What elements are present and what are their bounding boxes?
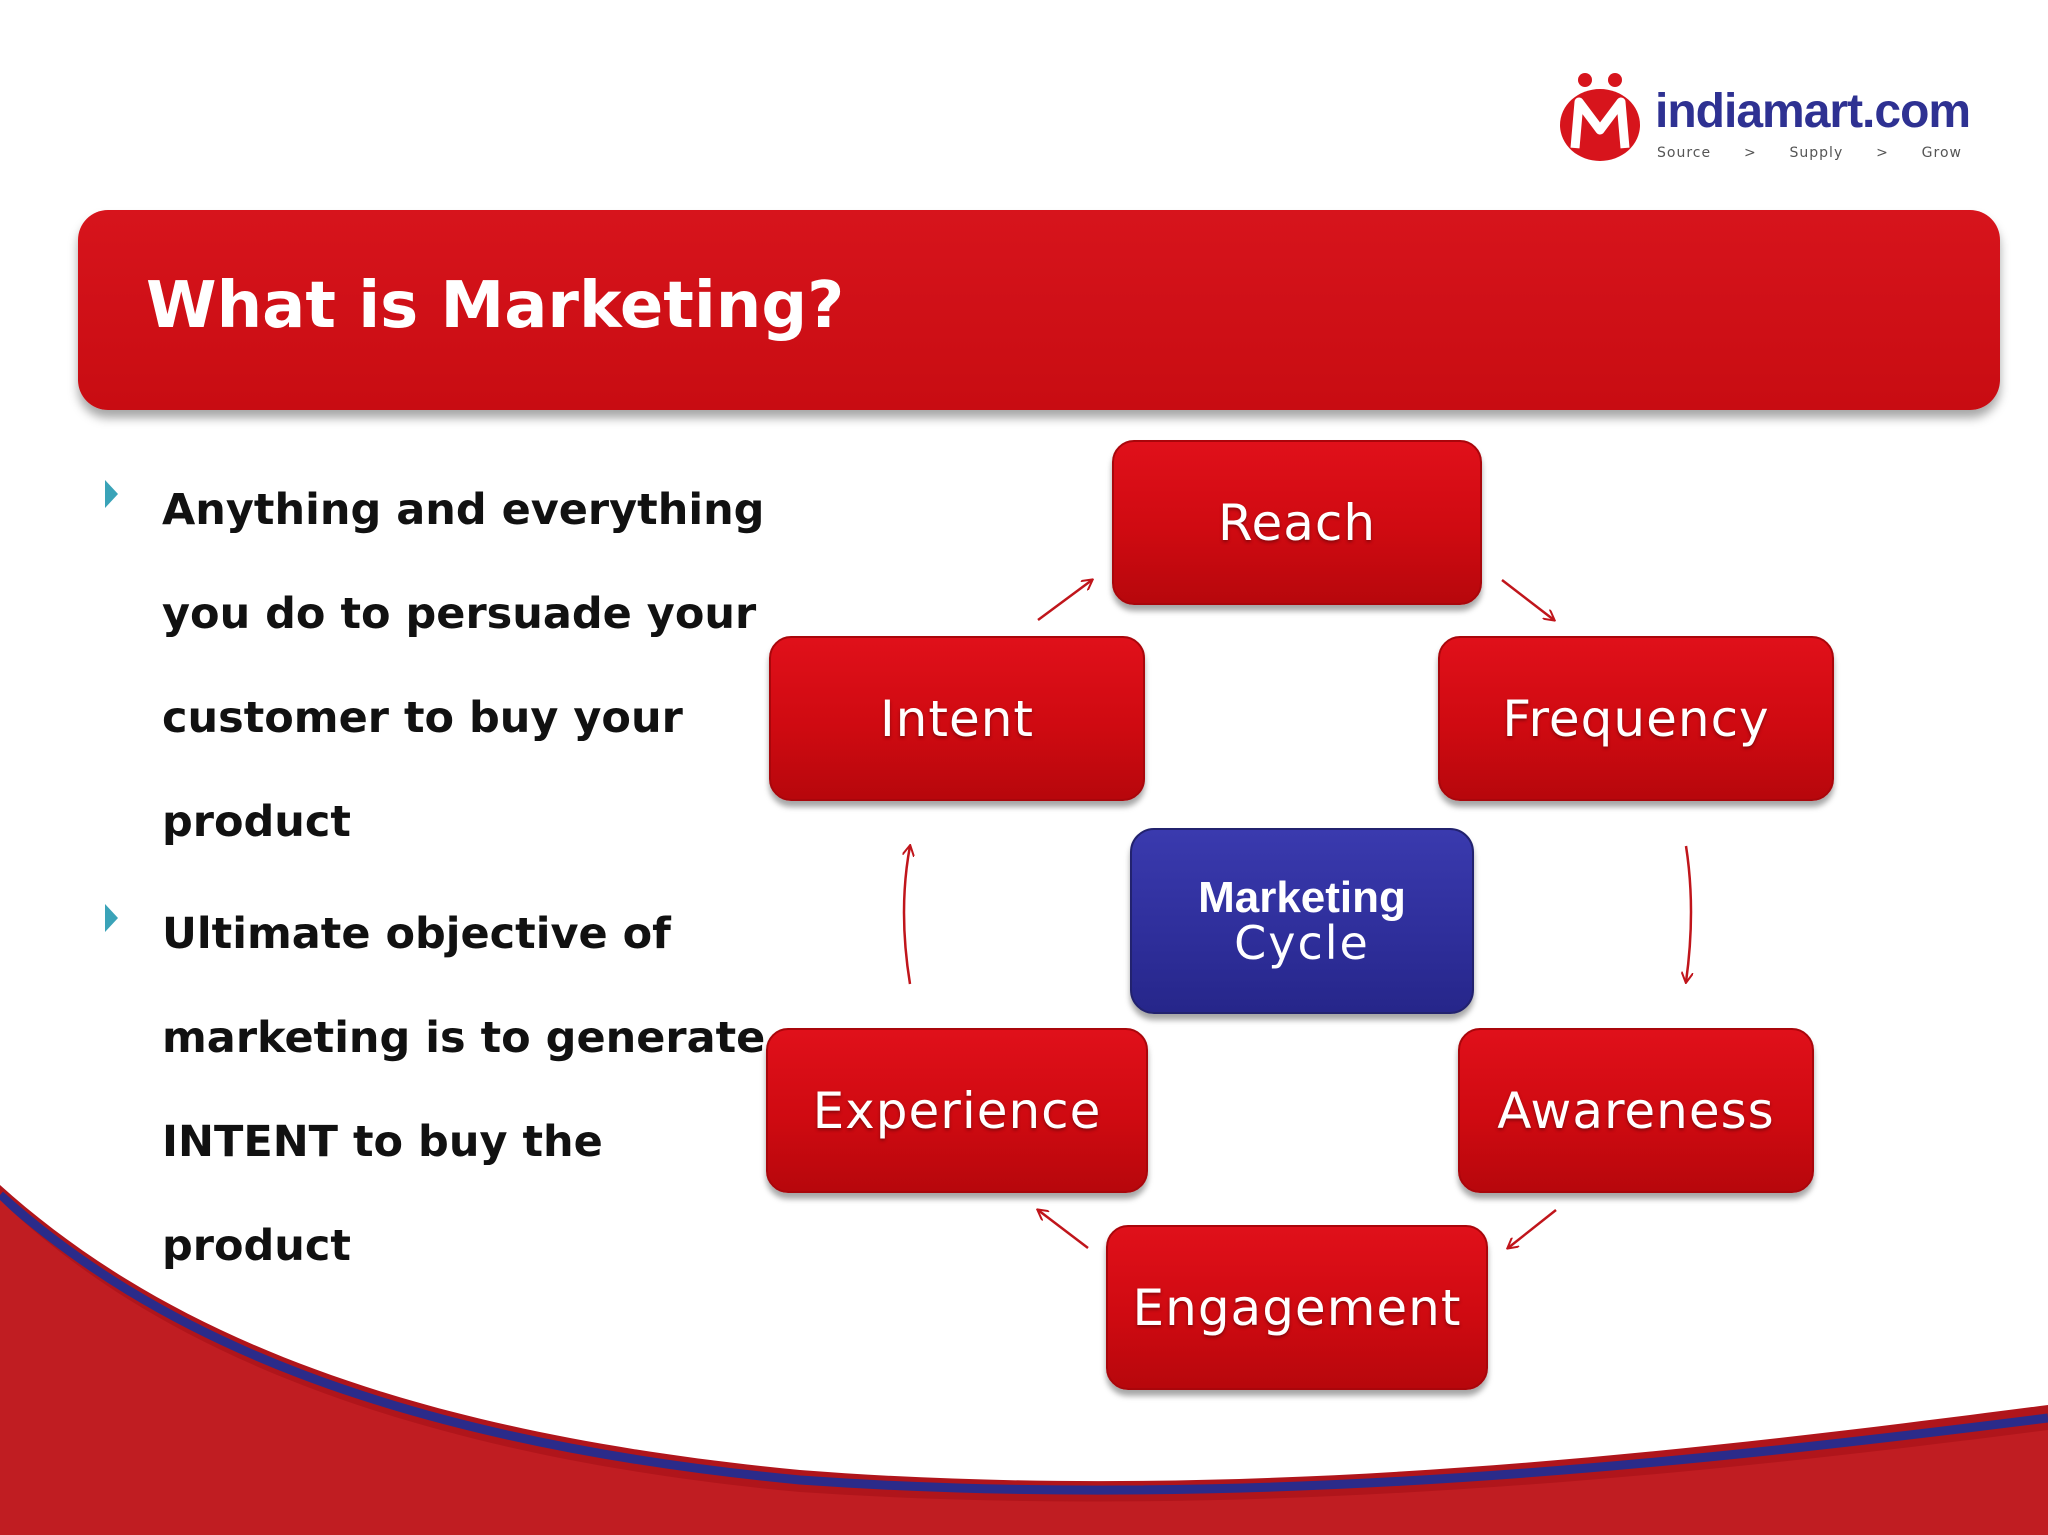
arrow-awareness-to-engagement: [1508, 1209, 1557, 1248]
tagline-supply: Supply: [1789, 145, 1844, 161]
stage-experience: Experience: [766, 1028, 1148, 1193]
stage-frequency: Frequency: [1438, 636, 1834, 801]
logo-wordmark: indiamart.com: [1655, 85, 1971, 138]
stage-reach: Reach: [1112, 440, 1482, 605]
arrow-reach-to-frequency: [1501, 579, 1554, 620]
tagline-source: Source: [1657, 145, 1712, 161]
stage-awareness: Awareness: [1458, 1028, 1814, 1193]
tagline-grow: Grow: [1921, 145, 1962, 161]
stage-engagement: Engagement: [1106, 1225, 1488, 1390]
logo-m-icon: [1560, 73, 1640, 161]
arrow-experience-to-intent: [904, 846, 910, 985]
tagline-separator: >: [1743, 145, 1757, 161]
stage-intent: Intent: [769, 636, 1145, 801]
logo-tagline: Source > Supply > Grow: [1657, 145, 1962, 161]
arrow-engagement-to-experience: [1038, 1210, 1089, 1249]
bullet-triangle-icon: [105, 904, 118, 932]
bullet-triangle-icon: [105, 480, 118, 508]
center-label-line2: Cycle: [1234, 916, 1370, 970]
marketing-cycle-center: Marketing Cycle: [1130, 828, 1474, 1014]
slide-title: What is Marketing?: [146, 269, 845, 343]
tagline-separator: >: [1876, 145, 1889, 161]
arrow-frequency-to-awareness: [1686, 845, 1691, 982]
bullet-text: Ultimate objective of marketing is to ge…: [162, 909, 766, 1271]
center-label-line1: Marketing: [1198, 873, 1406, 922]
indiamart-logo: indiamart.com Source > Supply > Grow: [1555, 70, 1975, 170]
arrow-intent-to-reach: [1037, 580, 1092, 622]
bullet-text: Anything and everything you do to persua…: [162, 485, 765, 847]
title-bar: What is Marketing?: [78, 210, 2000, 410]
